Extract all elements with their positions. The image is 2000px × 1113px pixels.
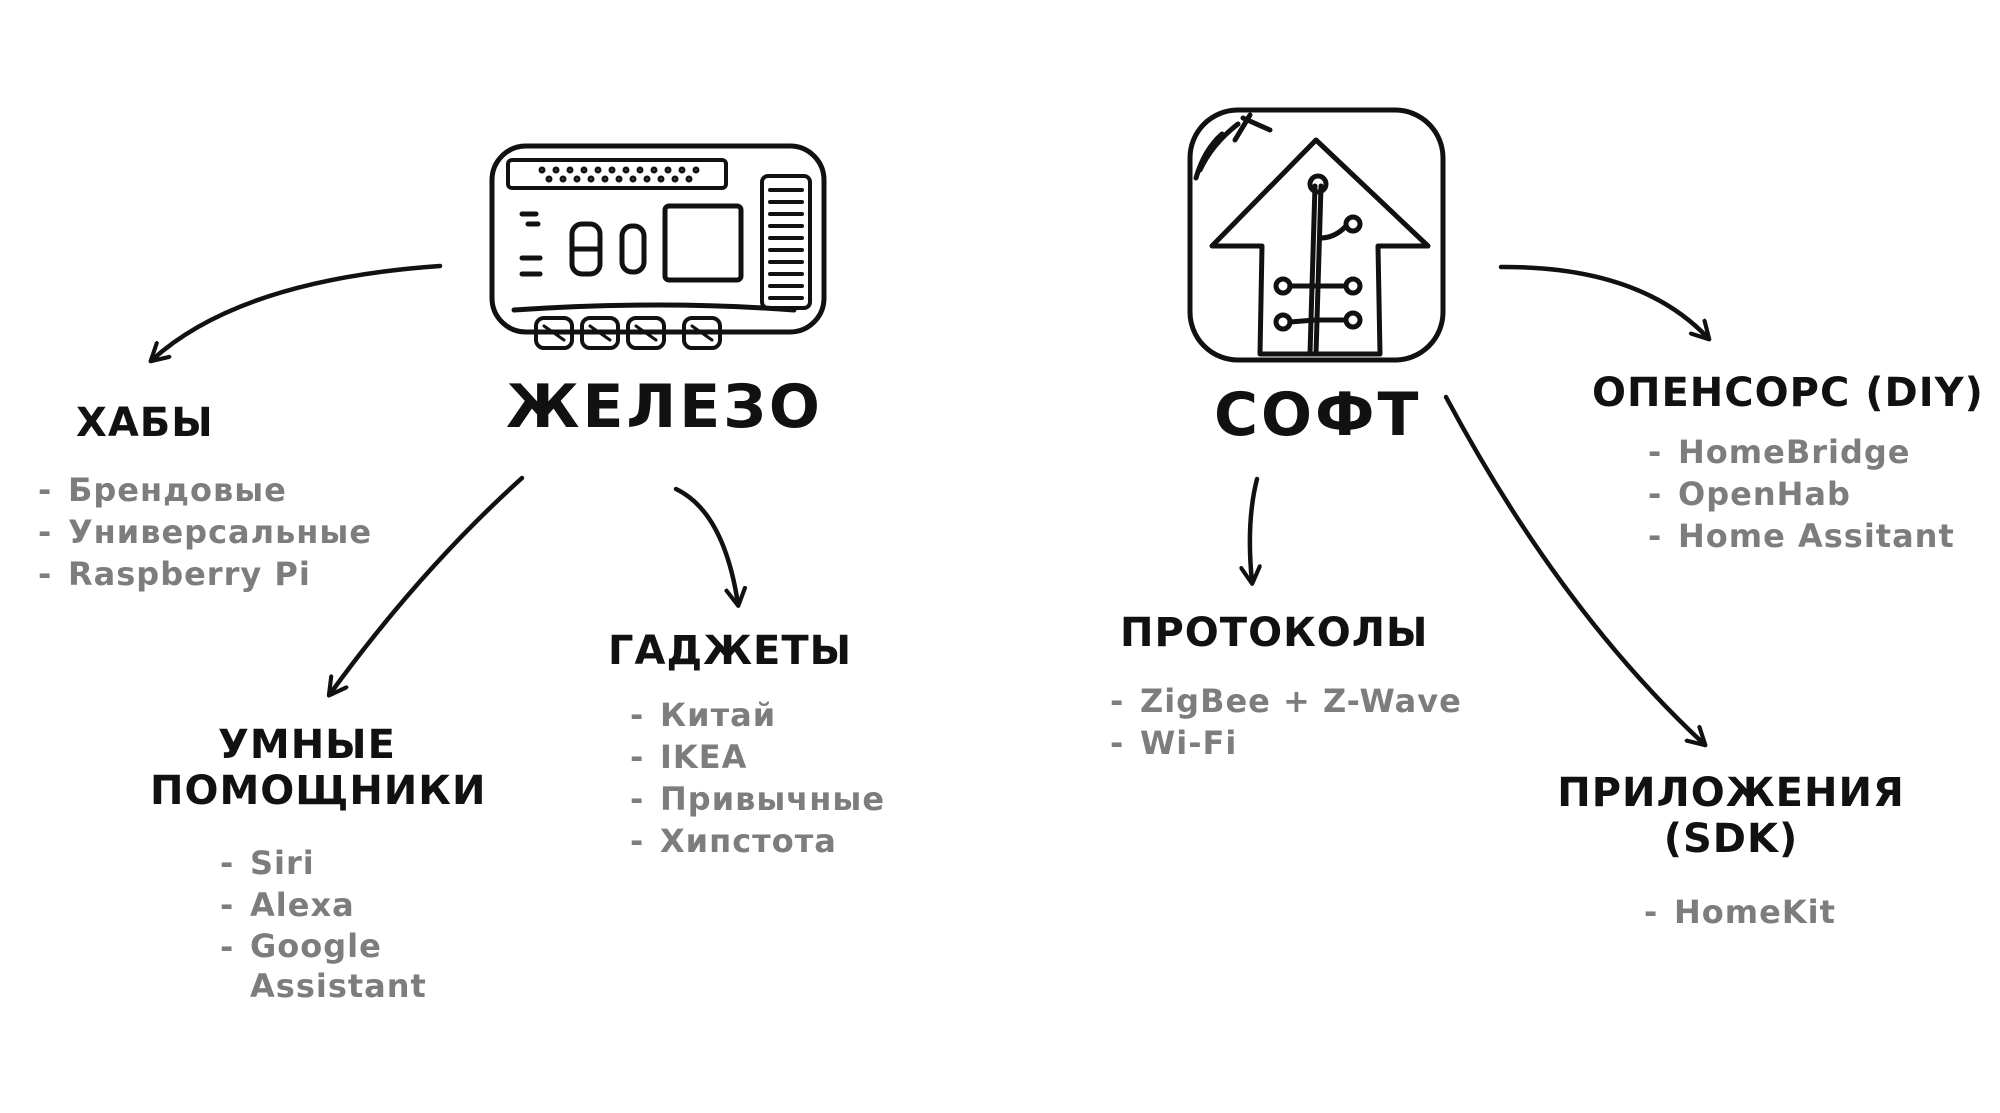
software-app-icon bbox=[1187, 107, 1446, 363]
assistants-list: -Siri -Alexa -Google Assistant bbox=[220, 842, 427, 1006]
arrow-to-protocols bbox=[1250, 476, 1257, 582]
assistants-title: УМНЫЕ ПОМОЩНИКИ bbox=[150, 722, 487, 814]
list-item: -Raspberry Pi bbox=[38, 555, 311, 593]
arrow-to-apps bbox=[1443, 394, 1704, 744]
list-item: -Home Assitant bbox=[1648, 517, 1955, 555]
arrow-to-hubs bbox=[152, 263, 443, 360]
list-item: -IKEA bbox=[630, 738, 748, 776]
list-item: -Alexa bbox=[220, 886, 355, 924]
list-item: -Хипстота bbox=[630, 822, 837, 860]
opensource-title: ОПЕНСОРС (DIY) bbox=[1592, 370, 1984, 416]
opensource-list: -HomeBridge -OpenHab -Home Assitant bbox=[1648, 431, 1955, 557]
list-item: -HomeKit bbox=[1644, 893, 1836, 931]
hubs-list: -Брендовые -Универсальные -Raspberry Pi bbox=[38, 469, 372, 595]
gadgets-title: ГАДЖЕТЫ bbox=[608, 628, 853, 674]
list-item: -Китай bbox=[630, 696, 777, 734]
list-item: -ZigBee + Z-Wave bbox=[1110, 682, 1462, 720]
arrow-to-gadgets bbox=[673, 486, 738, 604]
list-item: -Брендовые bbox=[38, 471, 287, 509]
list-item: -Универсальные bbox=[38, 513, 373, 551]
apps-list: -HomeKit bbox=[1644, 891, 1836, 933]
gadgets-list: -Китай -IKEA -Привычные -Хипстота bbox=[630, 694, 885, 862]
list-item: -OpenHab bbox=[1648, 475, 1851, 513]
list-item: -Siri bbox=[220, 844, 315, 882]
protocols-list: -ZigBee + Z-Wave -Wi-Fi bbox=[1110, 680, 1462, 764]
hardware-device-icon bbox=[489, 143, 827, 350]
list-item: -Wi-Fi bbox=[1110, 724, 1238, 762]
list-item: -HomeBridge bbox=[1648, 433, 1911, 471]
software-title: СОФТ bbox=[1214, 380, 1422, 450]
list-item: -Google Assistant bbox=[220, 927, 427, 1005]
apps-title: ПРИЛОЖЕНИЯ (SDK) bbox=[1557, 770, 1905, 862]
hardware-title: ЖЕЛЕЗО bbox=[506, 372, 823, 442]
list-item: -Привычные bbox=[630, 780, 886, 818]
arrow-to-assistants bbox=[330, 475, 525, 694]
arrow-to-opensource bbox=[1498, 264, 1708, 338]
protocols-title: ПРОТОКОЛЫ bbox=[1120, 610, 1429, 656]
hubs-title: ХАБЫ bbox=[76, 400, 214, 446]
